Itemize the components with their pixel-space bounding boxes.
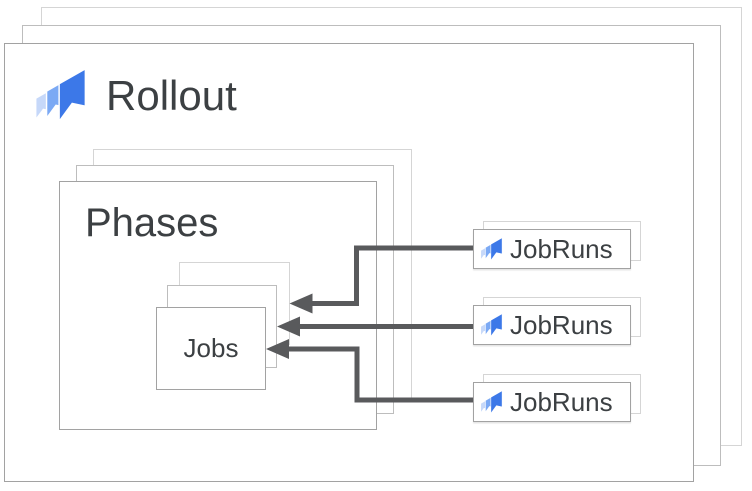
rollout-header: Rollout — [34, 66, 237, 126]
jobruns-group-1: JobRuns — [473, 221, 643, 271]
jobruns-3-label: JobRuns — [510, 386, 613, 417]
phases-label: Phases — [85, 201, 219, 245]
jobs-label: Jobs — [183, 333, 239, 363]
jobs-card-front: Jobs — [156, 307, 266, 390]
jobruns-3-card-front: JobRuns — [473, 382, 631, 422]
jobruns-group-2: JobRuns — [473, 297, 643, 347]
cloud-deploy-icon — [480, 390, 505, 415]
jobruns-2-label: JobRuns — [510, 309, 613, 340]
jobruns-1-label: JobRuns — [510, 233, 613, 264]
cloud-deploy-icon — [480, 237, 505, 262]
jobruns-1-card-front: JobRuns — [473, 229, 631, 269]
rollout-title: Rollout — [106, 72, 237, 119]
cloud-deploy-icon — [480, 313, 505, 338]
jobruns-2-card-front: JobRuns — [473, 305, 631, 345]
cloud-deploy-icon — [34, 67, 92, 125]
jobruns-group-3: JobRuns — [473, 374, 643, 424]
